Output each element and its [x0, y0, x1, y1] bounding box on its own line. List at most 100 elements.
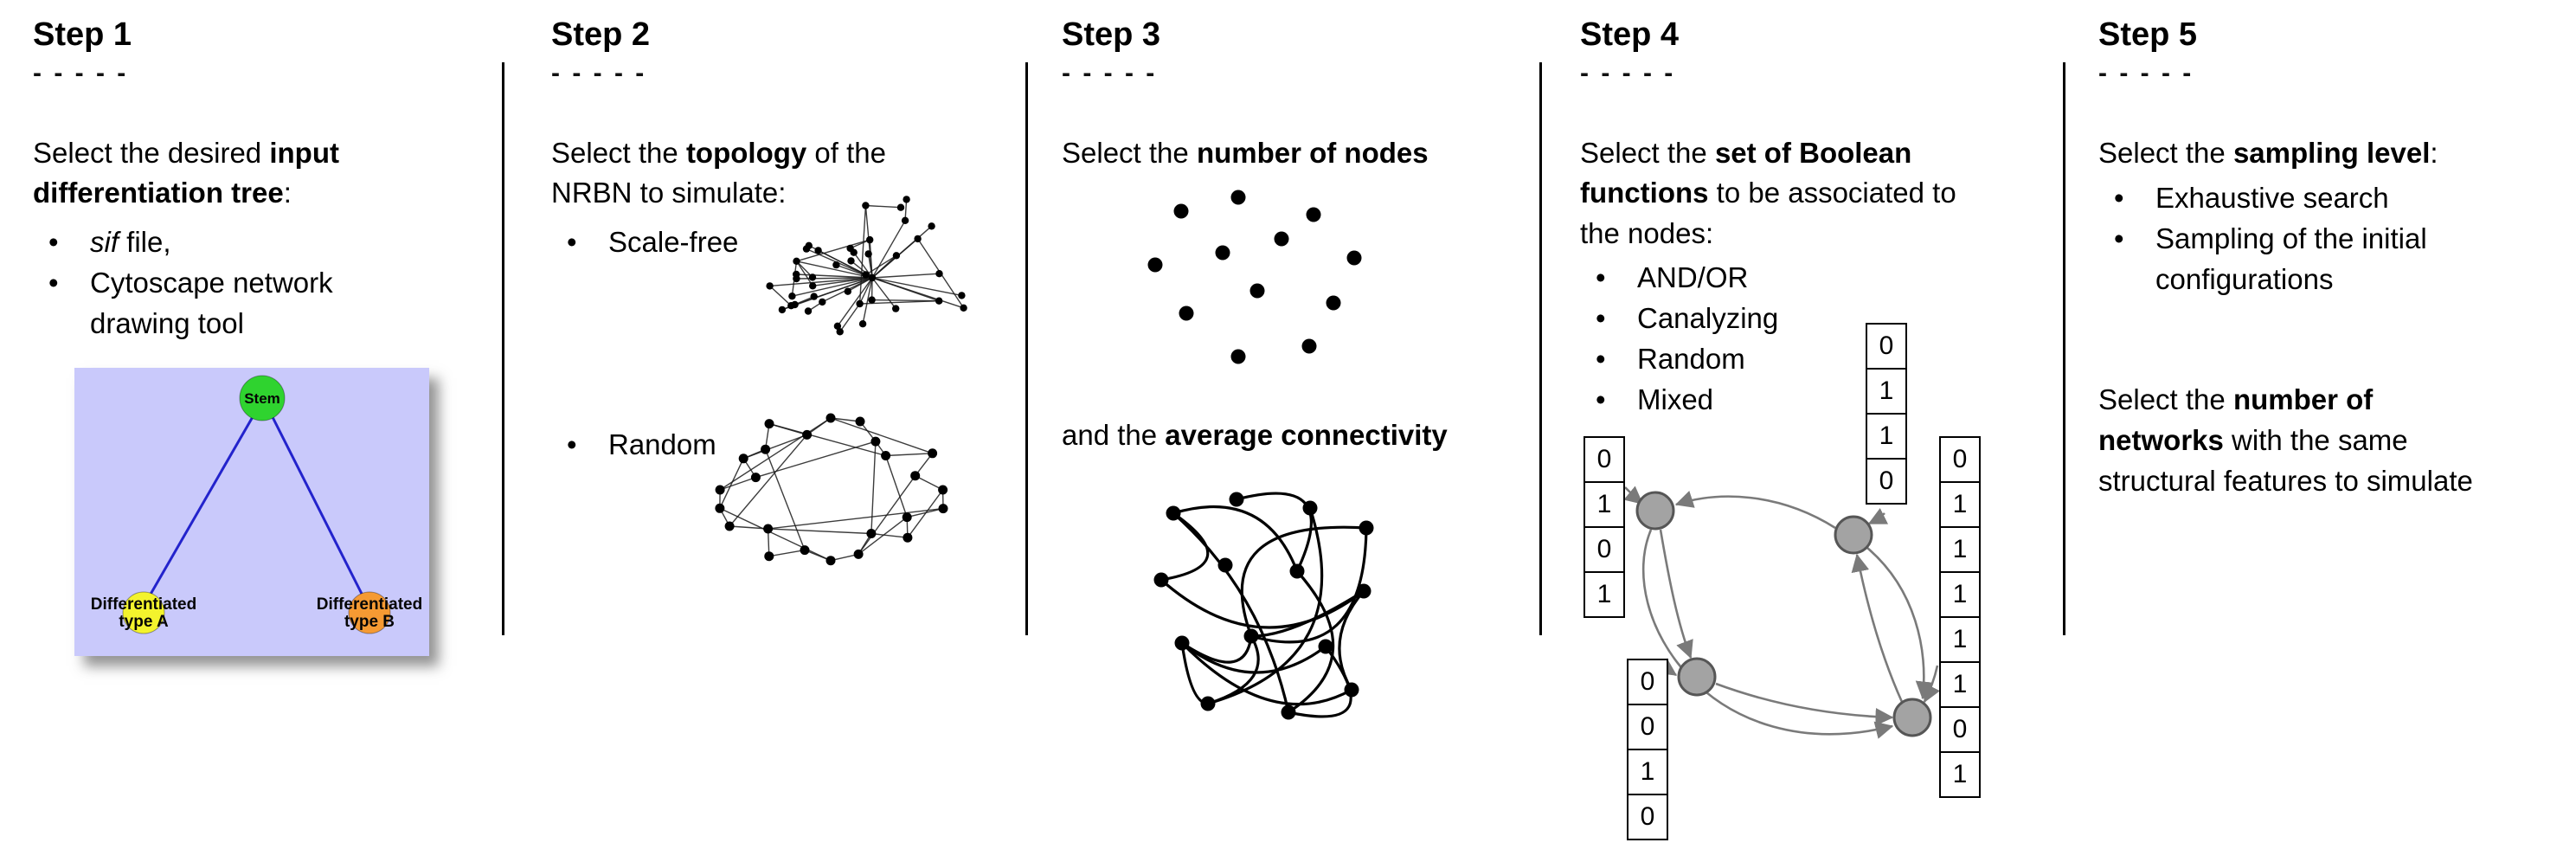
truth-table-cell: 1: [1866, 413, 1907, 460]
connectivity-node: [1218, 558, 1233, 573]
network-node: [862, 202, 869, 209]
arrow-a-to-d: [1643, 530, 1892, 734]
random-network-image: [691, 396, 971, 584]
step-1-column: Step 1 - - - - - Select the desired inpu…: [33, 16, 470, 656]
network-node: [716, 486, 725, 495]
network-edge: [768, 529, 871, 534]
bullet-sif-file: sif file,: [33, 222, 470, 263]
boolean-node-c: [1679, 659, 1715, 695]
step-3-intro2-bold: average connectivity: [1165, 419, 1448, 451]
sif-italic: sif: [90, 226, 119, 258]
network-node: [939, 504, 948, 513]
boolean-node-a: [1637, 492, 1673, 529]
network-node: [761, 445, 770, 454]
network-node: [826, 414, 836, 423]
network-node: [856, 300, 863, 307]
truth-table-cell: 1: [1939, 751, 1981, 798]
boolean-node-b: [1835, 517, 1872, 553]
arrow-d-to-b: [1857, 555, 1902, 702]
network-node: [870, 437, 880, 447]
connectivity-node: [1166, 506, 1181, 521]
network-edge: [720, 508, 831, 560]
connectivity-node: [1154, 573, 1169, 588]
network-node: [854, 550, 864, 559]
arrow-bottom-table-to-node: [1668, 671, 1676, 675]
step-5-intro-pre: Select the: [2098, 137, 2233, 169]
network-node: [793, 258, 800, 265]
connectivity-edge: [1208, 508, 1322, 704]
network-node: [856, 417, 865, 427]
network-node: [846, 245, 853, 252]
network-edge: [720, 478, 755, 490]
step-5-outro-pre: Select the: [2098, 383, 2233, 415]
step-1-intro: Select the desired input differentiation…: [33, 133, 470, 215]
step-3-intro-pre: Select the: [1062, 137, 1197, 169]
network-node: [893, 252, 900, 259]
step-3-column: Step 3 - - - - - Select the number of no…: [1062, 16, 1529, 743]
column-divider: [2063, 62, 2065, 635]
network-node: [938, 486, 948, 495]
network-edge: [872, 221, 905, 278]
connectivity-node: [1201, 697, 1216, 711]
step-3-intro: Select the number of nodes: [1062, 133, 1529, 174]
network-node: [897, 204, 904, 211]
connectivity-edge: [1182, 643, 1326, 672]
truth-table-cell: 1: [1866, 368, 1907, 415]
truth-table-cell: 1: [1627, 749, 1668, 795]
network-node: [881, 451, 890, 460]
step-4-intro-pre: Select the: [1580, 137, 1715, 169]
boolean-nodes: [1637, 492, 1930, 736]
network-edge: [769, 550, 805, 556]
step-1-intro-pre: Select the desired: [33, 137, 269, 169]
bullet-and-or: AND/OR: [1580, 258, 2043, 299]
truth-table-cell: 0: [1627, 659, 1668, 705]
network-node: [766, 282, 773, 289]
network-node: [787, 302, 794, 309]
connectivity-node: [1175, 636, 1190, 651]
network-node: [864, 250, 871, 257]
truth-table-cell: 1: [1939, 661, 1981, 708]
network-edge: [907, 509, 943, 518]
connectivity-node: [1319, 640, 1333, 654]
nodes-scatter-image: [1136, 185, 1375, 383]
truth-table-cell: 1: [1939, 616, 1981, 663]
network-edge: [886, 454, 933, 456]
scatter-node: [1231, 350, 1246, 364]
network-node: [837, 328, 844, 335]
network-node: [819, 299, 825, 306]
connectivity-node: [1290, 564, 1305, 579]
truth-table-cell: 1: [1584, 481, 1625, 528]
network-edge: [872, 273, 940, 278]
network-edge: [872, 300, 940, 301]
network-edge: [770, 286, 792, 306]
scatter-node: [1216, 246, 1230, 261]
network-node: [869, 274, 876, 281]
scatter-node: [1179, 306, 1194, 321]
network-node: [859, 320, 866, 327]
network-node: [960, 305, 967, 312]
network-node: [868, 296, 875, 303]
column-divider: [502, 62, 504, 635]
network-edge: [858, 518, 907, 555]
network-node: [832, 261, 839, 268]
step-1-title: Step 1: [33, 16, 470, 54]
column-divider: [1539, 62, 1542, 635]
truth-table-cell: 0: [1866, 458, 1907, 505]
scatter-node: [1275, 232, 1289, 247]
network-node: [809, 273, 816, 280]
column-divider: [1025, 62, 1028, 635]
network-node: [866, 236, 873, 243]
network-edge: [769, 424, 886, 456]
network-edge: [871, 441, 876, 533]
scatter-node: [1250, 284, 1265, 299]
step-2-title: Step 2: [551, 16, 984, 54]
arrow-right-table-to-node: [1924, 666, 1937, 702]
step-5-bullets: Exhaustive search Sampling of the initia…: [2098, 178, 2557, 300]
network-node: [739, 454, 748, 463]
network-node: [802, 430, 812, 440]
